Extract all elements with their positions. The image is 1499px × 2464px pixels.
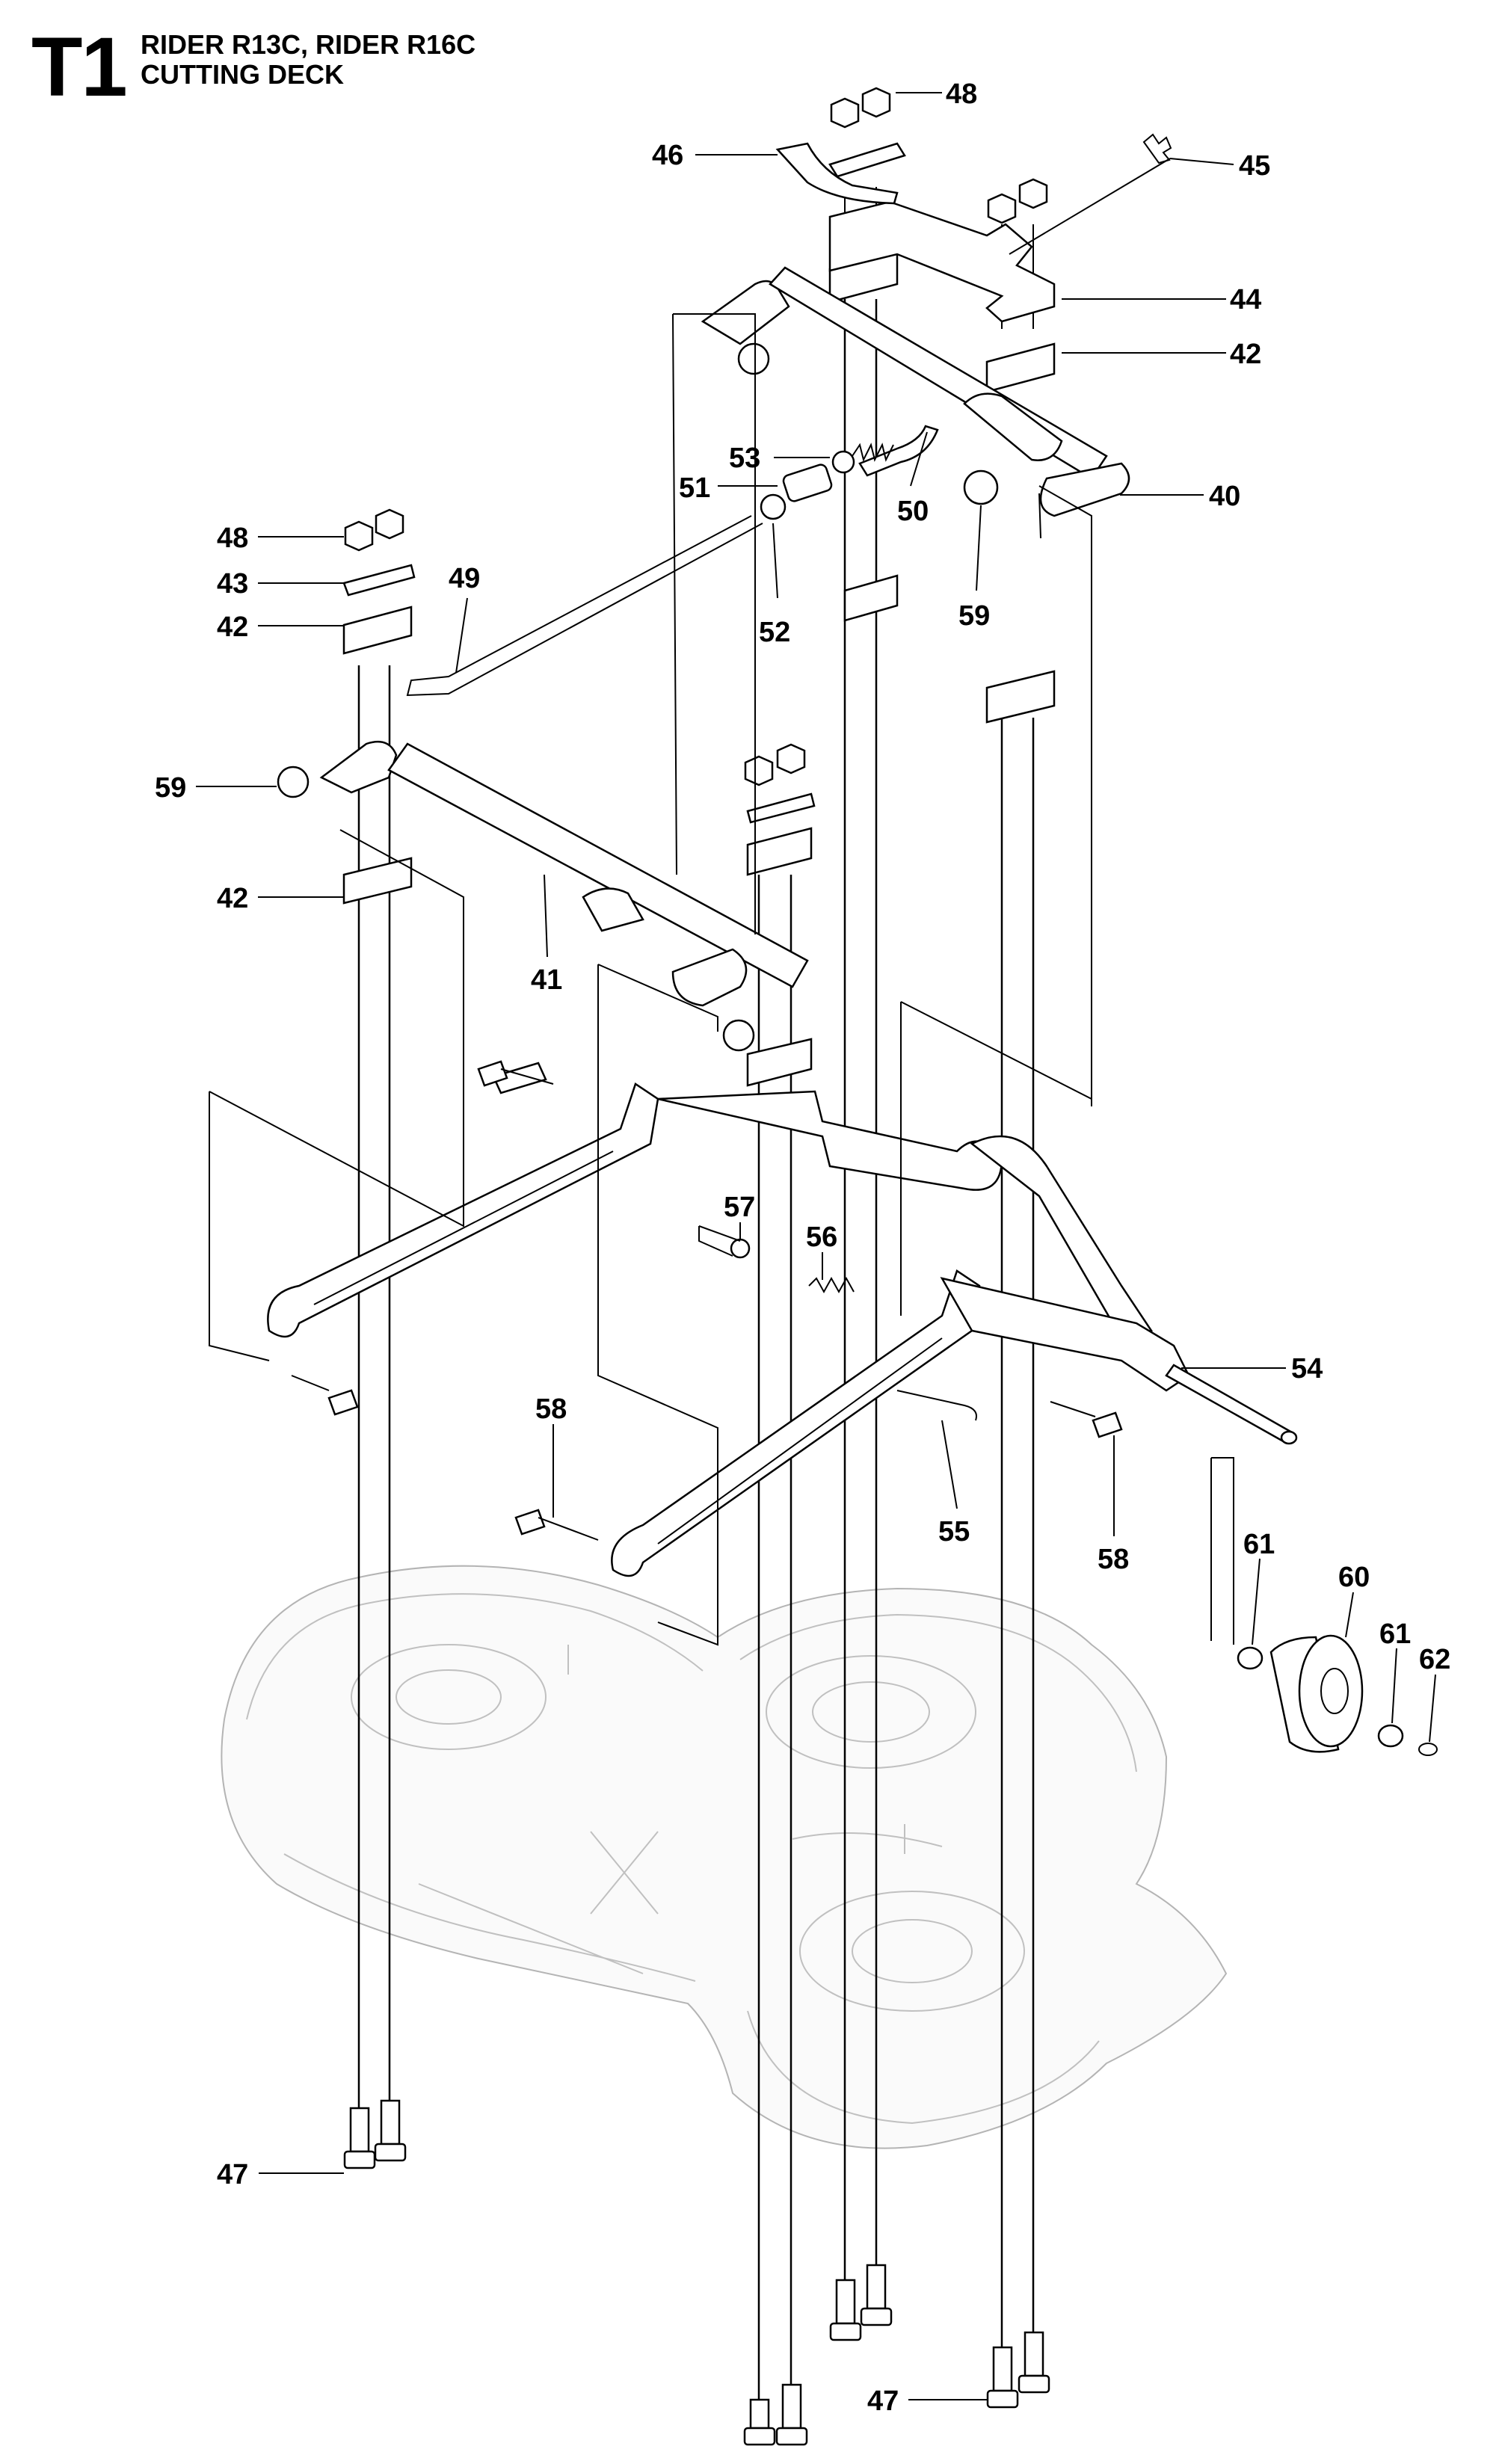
callout-47: 47 (217, 2159, 248, 2190)
bolts-58 (291, 1060, 1123, 1541)
wheel-axle-54 (1165, 1364, 1298, 1445)
page-code: T1 (31, 20, 128, 114)
lift-arm-bridge (657, 1090, 1154, 1340)
reference-frames (209, 313, 1234, 1646)
callout-42: 42 (1230, 339, 1261, 370)
callout-57: 57 (724, 1192, 755, 1223)
cutting-deck-housing (221, 1565, 1228, 2149)
callout-47: 47 (867, 2386, 899, 2417)
callout-56: 56 (806, 1222, 837, 1253)
title-line-assembly: CUTTING DECK (141, 59, 344, 90)
spring-pin-55 (896, 1390, 977, 1421)
callout-61: 61 (1243, 1529, 1275, 1560)
clamp-plates-43 (342, 142, 906, 824)
sleeve-51 (782, 463, 833, 502)
callout-53: 53 (729, 443, 760, 474)
callout-58: 58 (535, 1393, 567, 1425)
callout-42: 42 (217, 883, 248, 914)
callout-59: 59 (958, 600, 990, 632)
callout-60: 60 (1338, 1562, 1370, 1593)
callout-45: 45 (1239, 150, 1270, 182)
clip-45 (1142, 133, 1172, 164)
callout-43: 43 (217, 568, 248, 600)
spring-56 (808, 1276, 855, 1294)
callout-46: 46 (652, 140, 683, 171)
callout-40: 40 (1209, 481, 1240, 512)
callout-44: 44 (1230, 284, 1261, 315)
washer-61a (1237, 1646, 1263, 1670)
callout-58: 58 (1098, 1544, 1129, 1575)
callout-49: 49 (449, 563, 480, 594)
bracket-46 (775, 142, 899, 205)
carriage-bolts-47 (343, 2099, 1050, 2446)
lock-nuts-48 (344, 87, 1048, 786)
callout-51: 51 (679, 472, 710, 504)
page-title: RIDER R13C, RIDER R16C CUTTING DECK (141, 30, 475, 90)
nut-52 (760, 493, 787, 520)
callout-48: 48 (217, 523, 248, 554)
spring-53 (852, 443, 894, 462)
callout-labels: 48 46 45 44 42 53 51 50 40 48 49 43 42 5… (155, 78, 1450, 2417)
lift-arm-right (611, 1269, 1190, 1577)
deck-roller-60 (1269, 1634, 1364, 1753)
callout-41: 41 (531, 964, 562, 996)
bracket-44 (828, 200, 1056, 323)
hanger-rods (357, 187, 1035, 2400)
callout-62: 62 (1419, 1644, 1450, 1675)
front-lift-shaft-40 (701, 266, 1130, 517)
adjust-rod-49 (406, 515, 763, 697)
callout-48: 48 (946, 78, 977, 110)
washer-57 (730, 1238, 751, 1259)
callout-50: 50 (897, 496, 929, 527)
callout-61: 61 (1379, 1618, 1411, 1650)
callout-55: 55 (938, 1516, 970, 1547)
callout-54: 54 (1291, 1353, 1323, 1385)
clamp-blocks-42 (342, 250, 1056, 1087)
callout-52: 52 (759, 617, 790, 648)
title-line-models: RIDER R13C, RIDER R16C (141, 29, 476, 60)
link-rod-50 (858, 425, 939, 477)
spacer-53 (831, 450, 855, 474)
leader-lines (196, 92, 1436, 2400)
rear-lift-shaft-41 (277, 740, 809, 1052)
callout-42: 42 (217, 612, 248, 643)
callout-59: 59 (155, 772, 186, 804)
clip-62 (1418, 1743, 1438, 1756)
washer-61b (1377, 1724, 1404, 1748)
